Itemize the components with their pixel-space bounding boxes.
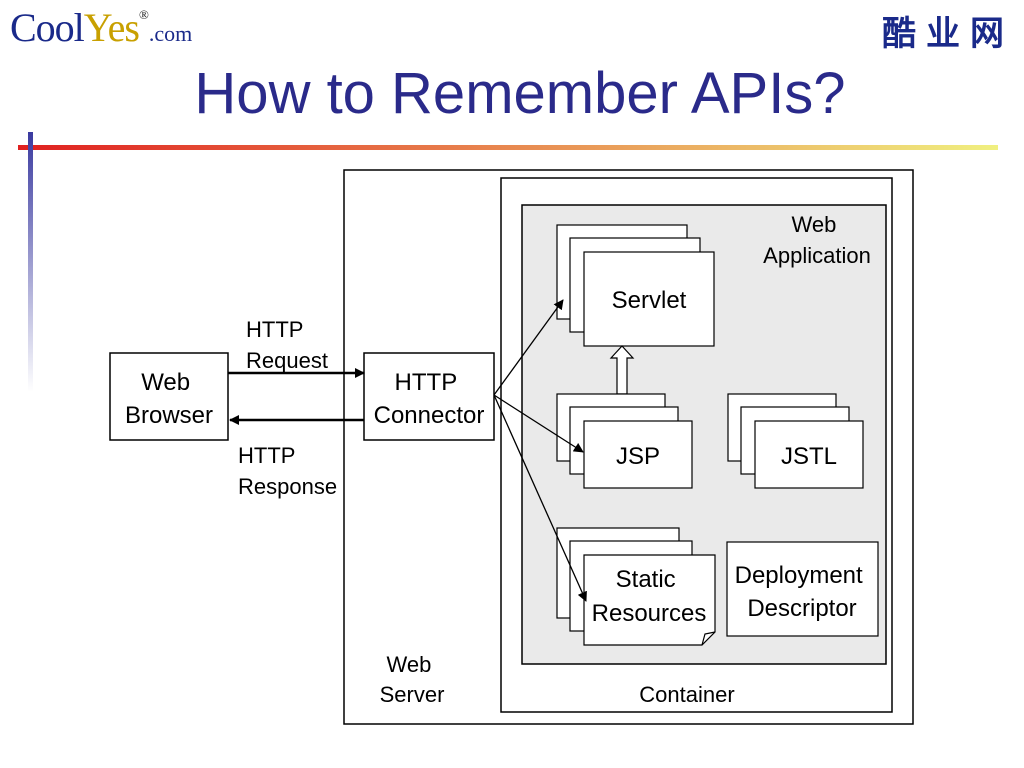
horizontal-rule [18, 145, 998, 150]
web-application-label-line2: Application [763, 243, 871, 268]
static-resources-label-line1: Static [616, 566, 676, 593]
web-server-label-line1: Web [387, 652, 432, 677]
web-browser-label-line1: Web [141, 369, 190, 396]
static-resources-label: Static Resources [592, 566, 707, 627]
jstl-label: JSTL [781, 443, 837, 470]
coolyes-logo: CoolYes®.com [10, 4, 192, 51]
web-application-label-line1: Web [792, 212, 837, 237]
http-request-label-line1: HTTP [246, 317, 303, 342]
http-connector-box [363, 352, 495, 441]
web-server-label-line2: Server [380, 682, 445, 707]
connector-to-jsp-arrow [493, 394, 584, 453]
static-resources-stack [556, 527, 716, 646]
jsp-box [583, 420, 693, 489]
connector-to-static-arrow [493, 394, 587, 602]
logo-part2: Yes [83, 5, 140, 50]
http-response-label: HTTP Response [238, 443, 337, 499]
web-application-label: Web Application [763, 212, 871, 268]
deployment-descriptor-label-line1: Deployment [735, 562, 863, 589]
web-server-label: Web Server [380, 652, 445, 707]
logo-registered-mark: ® [139, 7, 149, 22]
logo-domain: .com [148, 21, 193, 46]
http-request-label: HTTP Request [246, 317, 328, 373]
http-connector-label-line2: Connector [374, 402, 485, 429]
container-label: Container [639, 682, 734, 707]
servlet-label: Servlet [612, 287, 687, 314]
deployment-descriptor-label: Deployment Descriptor [735, 562, 870, 622]
logo-part1: Cool [10, 5, 85, 50]
jsp-stack [556, 393, 693, 489]
http-response-label-line2: Response [238, 474, 337, 499]
http-response-label-line1: HTTP [238, 443, 295, 468]
web-browser-box [109, 352, 229, 441]
servlet-box [583, 251, 715, 347]
http-connector-label: HTTP Connector [374, 369, 485, 429]
static-resources-label-line2: Resources [592, 600, 707, 627]
deployment-descriptor-label-line2: Descriptor [747, 595, 856, 622]
connector-to-servlet-arrow [493, 299, 564, 396]
jsp-label: JSP [616, 443, 660, 470]
slide-title: How to Remember APIs? [194, 61, 846, 126]
cjk-brand-text: 酷业网 [882, 14, 1014, 54]
servlet-stack [556, 224, 715, 347]
http-connector-label-line1: HTTP [395, 369, 457, 396]
web-browser-label-line2: Browser [125, 402, 213, 429]
jstl-stack [727, 393, 864, 489]
deployment-descriptor-box [726, 541, 879, 637]
static-resources-box [583, 554, 716, 646]
jstl-box [754, 420, 864, 489]
http-request-label-line2: Request [246, 348, 328, 373]
vertical-rule [28, 132, 33, 392]
web-browser-label: Web Browser [125, 369, 213, 429]
